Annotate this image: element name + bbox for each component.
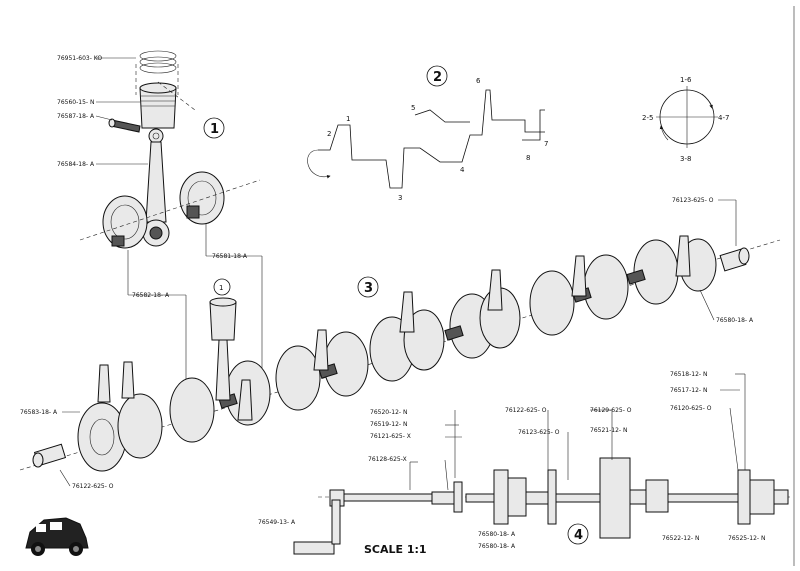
firing-order-bottom: 3-8 <box>680 155 691 163</box>
part-number-nose-front: 76583-18- A <box>20 409 58 416</box>
part-number-sec4-a: 76520-12- N <box>370 409 407 416</box>
part-number-sec4-n: 76580-18- A <box>478 543 516 550</box>
part-number-sec4-g: 76129-625- O <box>590 407 632 414</box>
crankshaft-nose <box>32 443 67 468</box>
callout-3-label: 3 <box>364 281 373 296</box>
part-number-rings: 76951-603- KO <box>57 55 102 62</box>
callout-1: 1 <box>203 117 225 139</box>
crankshaft-webs <box>77 238 717 472</box>
part-number-web-upper: 76581-18-A <box>212 253 248 260</box>
throw-7: 7 <box>544 140 548 148</box>
part-number-sec4-b: 76519-12- N <box>370 421 407 428</box>
crankshaft-rear-flange <box>719 247 750 272</box>
part-number-sec4-d: 76128-625-X <box>368 456 407 463</box>
throw-5: 5 <box>411 104 415 112</box>
part-number-piston: 76560-15- N <box>57 99 94 106</box>
firing-order-left: 2-5 <box>642 114 653 122</box>
throw-4: 4 <box>460 166 465 174</box>
part-number-sec4-j: 76517-12- N <box>670 387 707 394</box>
crank-web-right <box>179 171 225 225</box>
part-number-rear-key: 76123-625- O <box>672 197 714 204</box>
firing-order-top: 1-6 <box>680 76 692 84</box>
piston-rod-exploded-view: 76951-603- KO 76560-15- N 76587-18- A 76… <box>57 50 263 380</box>
part-number-rear-web: 76580-18- A <box>716 317 754 324</box>
part-number-sec4-c: 76121-625- X <box>370 433 411 440</box>
part-number-pin: 76587-18- A <box>57 113 95 120</box>
piston-rings <box>135 50 179 95</box>
throw-8: 8 <box>526 154 530 162</box>
part-number-sec4-k: 76120-625- O <box>670 405 712 412</box>
callout-4-label: 4 <box>574 528 583 543</box>
part-number-sec4-e: 76122-625- O <box>505 407 547 414</box>
callout-1b-label: 1 <box>219 284 223 292</box>
part-number-sec4-m: 76580-18- A <box>478 531 516 538</box>
throw-2: 2 <box>327 130 331 138</box>
part-number-sec4-o: 76522-12- N <box>662 535 699 542</box>
throw-6: 6 <box>476 77 481 85</box>
callout-2: 2 <box>426 65 448 87</box>
inline-piston: 1 <box>209 278 237 401</box>
part-number-rod: 76584-18- A <box>57 161 95 168</box>
car-logo <box>20 515 92 559</box>
crank-throw-schematic: 1 2 3 4 5 6 7 8 <box>307 77 548 202</box>
firing-order-diagram: 1-6 2-5 4-7 3-8 <box>642 76 729 163</box>
connecting-rods <box>97 235 691 421</box>
part-number-web-lower: 76582-18- A <box>132 292 170 299</box>
crankshaft-assembly: 1 76583-18- A 76122-625- O 76123-625- O … <box>19 197 781 490</box>
throw-3: 3 <box>398 194 402 202</box>
shaft-side-view: 76520-12- N 76519-12- N 76121-625- X 761… <box>258 371 790 555</box>
callout-3: 3 <box>357 276 379 298</box>
crank-web-left <box>102 195 148 249</box>
throw-1: 1 <box>346 115 350 123</box>
part-number-sec4-h: 76521-12- N <box>590 427 627 434</box>
part-number-sec4-p: 76525-12- N <box>728 535 765 542</box>
connecting-rod <box>142 128 170 247</box>
part-number-sec4-l: 76549-13- A <box>258 519 296 526</box>
callout-2-label: 2 <box>433 70 442 85</box>
callout-4: 4 <box>567 523 589 545</box>
part-number-sec4-f: 76123-625- O <box>518 429 560 436</box>
firing-order-right: 4-7 <box>718 114 729 122</box>
part-number-sec4-i: 76518-12- N <box>670 371 707 378</box>
callout-1-label: 1 <box>210 122 219 137</box>
part-number-front-key: 76122-625- O <box>72 483 114 490</box>
gudgeon-pin <box>108 118 141 133</box>
piston <box>139 82 177 129</box>
scale-label: SCALE 1:1 <box>364 543 427 556</box>
